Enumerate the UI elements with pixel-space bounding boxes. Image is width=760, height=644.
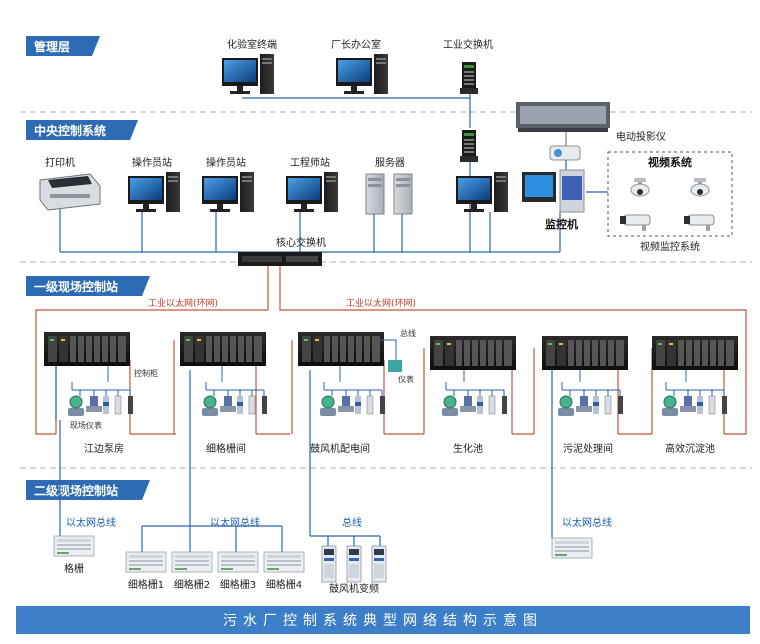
bullet-camera-icon [619,214,651,232]
station-4-plc-icon [430,336,516,370]
tier-label-primary-field: 一级现场控制站 [26,276,150,296]
video-caption: 视频监控系统 [640,240,700,253]
secondary-bus-1-label: 以太网总线 [66,516,116,529]
video-system-box: 视频系统 [607,151,733,237]
mgmt-network-line [242,90,471,128]
blower-vfd-label: 鼓风机变频 [329,582,379,595]
station-3-instruments-icon [319,381,386,417]
director-office-label: 厂长办公室 [331,38,381,51]
grille-module-icon [53,535,95,557]
fine-grille-2-label: 细格栅2 [174,578,210,591]
operator-station-1-pc-icon [128,172,180,212]
station-3-plc-icon [298,332,384,366]
core-switch-label: 核心交换机 [276,236,326,249]
bus-note: 总线 [400,328,416,338]
instrument-note: 仪表 [398,374,414,384]
station-1-instruments-icon [67,381,134,417]
blower-vfd-1-icon [321,545,337,583]
svg-text:管理层: 管理层 [34,39,70,54]
bus-instrument-icon [388,360,402,372]
tier-label-secondary-field: 二级现场控制站 [26,480,150,500]
fine-grille-3-module-icon [217,551,259,573]
tier-label-management: 管理层 [26,36,100,56]
station-6-plc-icon [652,336,738,370]
bullet-camera-icon [683,214,715,232]
svg-text:中央控制系统: 中央控制系统 [34,123,106,138]
station-6-instruments-icon [661,381,728,417]
engineer-station-label: 工程师站 [290,156,330,169]
operator-station-2-label: 操作员站 [206,156,246,169]
dome-camera-icon [630,177,650,197]
svg-text:一级现场控制站: 一级现场控制站 [34,279,118,294]
projection-screen-icon [516,102,610,146]
operator-station-1-label: 操作员站 [132,156,172,169]
station-5-instruments-icon [557,381,624,417]
station-1-label: 江边泵房 [84,442,124,455]
monitor-host-label: 监控机 [545,217,578,231]
lab-terminal-pc-icon [222,54,274,94]
fine-grille-1-label: 细格栅1 [128,578,164,591]
fine-grille-4-label: 细格栅4 [266,578,302,591]
station-3-label: 鼓风机配电间 [310,442,370,455]
core-switch-icon [238,252,322,266]
fine-grille-3-label: 细格栅3 [220,578,256,591]
tier-label-central: 中央控制系统 [26,120,138,140]
station-5-label: 污泥处理间 [563,442,613,455]
fine-grille-1-module-icon [125,551,167,573]
central-pc-icon [456,172,508,212]
station-4-instruments-icon [441,381,508,417]
station-2-instruments-icon [201,381,268,417]
footer-banner [16,606,750,634]
secondary-bus-4-label: 以太网总线 [562,516,612,529]
secondary-bus-2-label: 以太网总线 [210,516,260,529]
central-industrial-switch-icon [460,130,478,162]
station-4-label: 生化池 [453,442,483,455]
secondary-bus-3-label: 总线 [342,516,362,529]
monitor-host-icon [522,169,585,213]
grille-label: 格栅 [64,562,84,575]
server-label: 服务器 [375,156,405,169]
dome-camera-icon [690,177,710,197]
video-system-title: 视频系统 [648,155,692,169]
fine-grille-4-module-icon [263,551,305,573]
projector-icon [549,145,581,161]
lab-terminal-label: 化验室终端 [227,38,277,51]
station-2-plc-icon [180,332,266,366]
mgmt-industrial-switch-icon [460,62,478,94]
station-5-plc-icon [542,336,628,370]
blower-vfd-2-icon [346,545,362,583]
server-icon [365,173,413,215]
operator-station-2-pc-icon [202,172,254,212]
station-6-label: 高效沉淀池 [665,442,715,455]
engineer-station-pc-icon [286,172,338,212]
director-office-pc-icon [336,54,388,94]
station-2-label: 细格栅间 [206,442,246,455]
printer-label: 打印机 [45,156,75,169]
station-1-plc-icon [44,332,130,366]
footer-title: 污水厂控制系统典型网络结构示意图 [223,612,543,629]
blower-vfd-3-icon [371,545,387,583]
projector-label: 电动投影仪 [616,130,666,143]
ring-label-right: 工业以太网(环网) [346,297,416,309]
field-instrument-note: 现场仪表 [70,420,102,430]
secondary-network-lines [55,366,553,552]
control-cabinet-note: 控制柜 [134,368,158,378]
industrial-switch-label: 工业交换机 [443,38,493,51]
printer-icon [39,173,101,211]
fine-grille-2-module-icon [171,551,213,573]
svg-text:二级现场控制站: 二级现场控制站 [34,483,118,498]
secondary-module-icon [551,537,593,559]
ring-label-left: 工业以太网(环网) [148,297,218,309]
